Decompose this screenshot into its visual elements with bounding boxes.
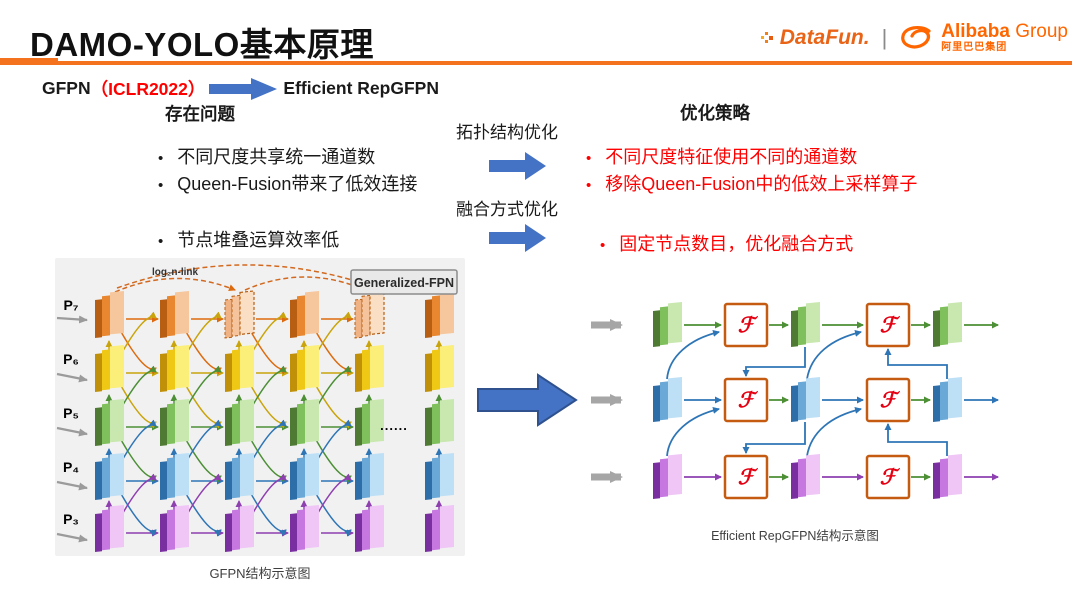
fusion-boxes: ℱ ℱ ℱ ℱ ℱ ℱ <box>723 302 911 500</box>
alibaba-mark-icon <box>901 25 931 48</box>
strategy-item: 不同尺度特征使用不同的通道数 <box>586 143 857 169</box>
alibaba-name: Alibaba <box>941 21 1010 42</box>
ellipsis-label: ...... <box>380 418 408 433</box>
repgfpn-figure-caption: Efficient RepGFPN结构示意图 <box>711 529 879 543</box>
gfpn-header-row: GFPN （ICLR2022） Efficient RepGFPN <box>42 76 439 101</box>
fusion-f-symbol: ℱ <box>880 389 901 412</box>
column-up-arrows <box>105 340 443 511</box>
row-label-p4: P₄ <box>63 459 79 475</box>
fusion-f-symbol: ℱ <box>880 466 901 489</box>
fusion-f-symbol: ℱ <box>738 314 759 337</box>
big-right-arrow-icon <box>477 373 578 427</box>
iclr-label: （ICLR2022） <box>90 79 206 99</box>
right-arrow-icon <box>209 77 278 100</box>
accent-bar-thin <box>0 61 1072 65</box>
log2n-link-arcs <box>114 264 366 293</box>
input-arrows <box>56 315 88 543</box>
alibaba-sub: 阿里巴巴集团 <box>941 42 1008 53</box>
logo-separator: | <box>881 24 888 50</box>
row-label-p3: P₃ <box>63 511 79 527</box>
problem-item: 不同尺度共享统一通道数 <box>158 143 375 169</box>
repgfpn-structure-diagram: ℱ ℱ ℱ ℱ ℱ ℱ <box>591 301 999 500</box>
fusion-f-symbol: ℱ <box>738 466 759 489</box>
strategy-item: 移除Queen-Fusion中的低效上采样算子 <box>586 170 917 196</box>
row-label-p6: P₆ <box>63 351 79 367</box>
efficient-repgfpn-label: Efficient RepGFPN <box>283 78 439 98</box>
alibaba-logo-text: Alibaba Group 阿里巴巴集团 <box>941 22 1068 53</box>
fusion-f-symbol: ℱ <box>738 389 759 412</box>
input-arrows <box>591 319 623 483</box>
gfpn-figure-caption: GFPN结构示意图 <box>209 566 311 581</box>
problem-item: Queen-Fusion带来了低效连接 <box>158 170 417 196</box>
cross-scale-connections <box>666 329 948 457</box>
alibaba-logo: Alibaba Group 阿里巴巴集团 <box>899 22 1068 53</box>
strategies-title: 优化策略 <box>680 103 750 123</box>
right-arrow-icon <box>489 224 546 252</box>
datafun-dots-icon <box>760 31 773 43</box>
strategy-item: 固定节点数目，优化融合方式 <box>600 230 853 256</box>
gfpn-label: GFPN <box>42 78 91 98</box>
row-label-p7: P₇ <box>64 297 79 313</box>
row-flow-arrows <box>684 321 999 481</box>
cross-scale-arcs <box>119 311 352 537</box>
fusion-f-symbol: ℱ <box>880 314 901 337</box>
alibaba-group: Group <box>1015 21 1068 42</box>
right-arrow-icon <box>489 152 546 180</box>
arrow2-label: 融合方式优化 <box>456 200 558 219</box>
generalized-fpn-box <box>350 269 458 295</box>
datafun-logo: DataFun. <box>760 26 870 50</box>
row-label-p5: P₅ <box>63 405 79 421</box>
gfpn-structure-diagram: log₂n-link Generalized-FPN P₇ P₆ P₅ P₄ P… <box>55 258 465 556</box>
problems-title: 存在问题 <box>165 104 235 124</box>
log2n-link-label: log₂n-link <box>152 267 199 278</box>
page-title: DAMO-YOLO基本原理 <box>30 26 374 63</box>
problem-item: 节点堆叠运算效率低 <box>158 226 339 252</box>
datafun-logo-text: DataFun. <box>779 25 870 49</box>
arrow1-label: 拓扑结构优化 <box>456 123 558 142</box>
generalized-fpn-label: Generalized-FPN <box>354 276 454 290</box>
logo-bar: DataFun. | Alibaba Group 阿里巴巴集团 <box>760 22 1068 53</box>
